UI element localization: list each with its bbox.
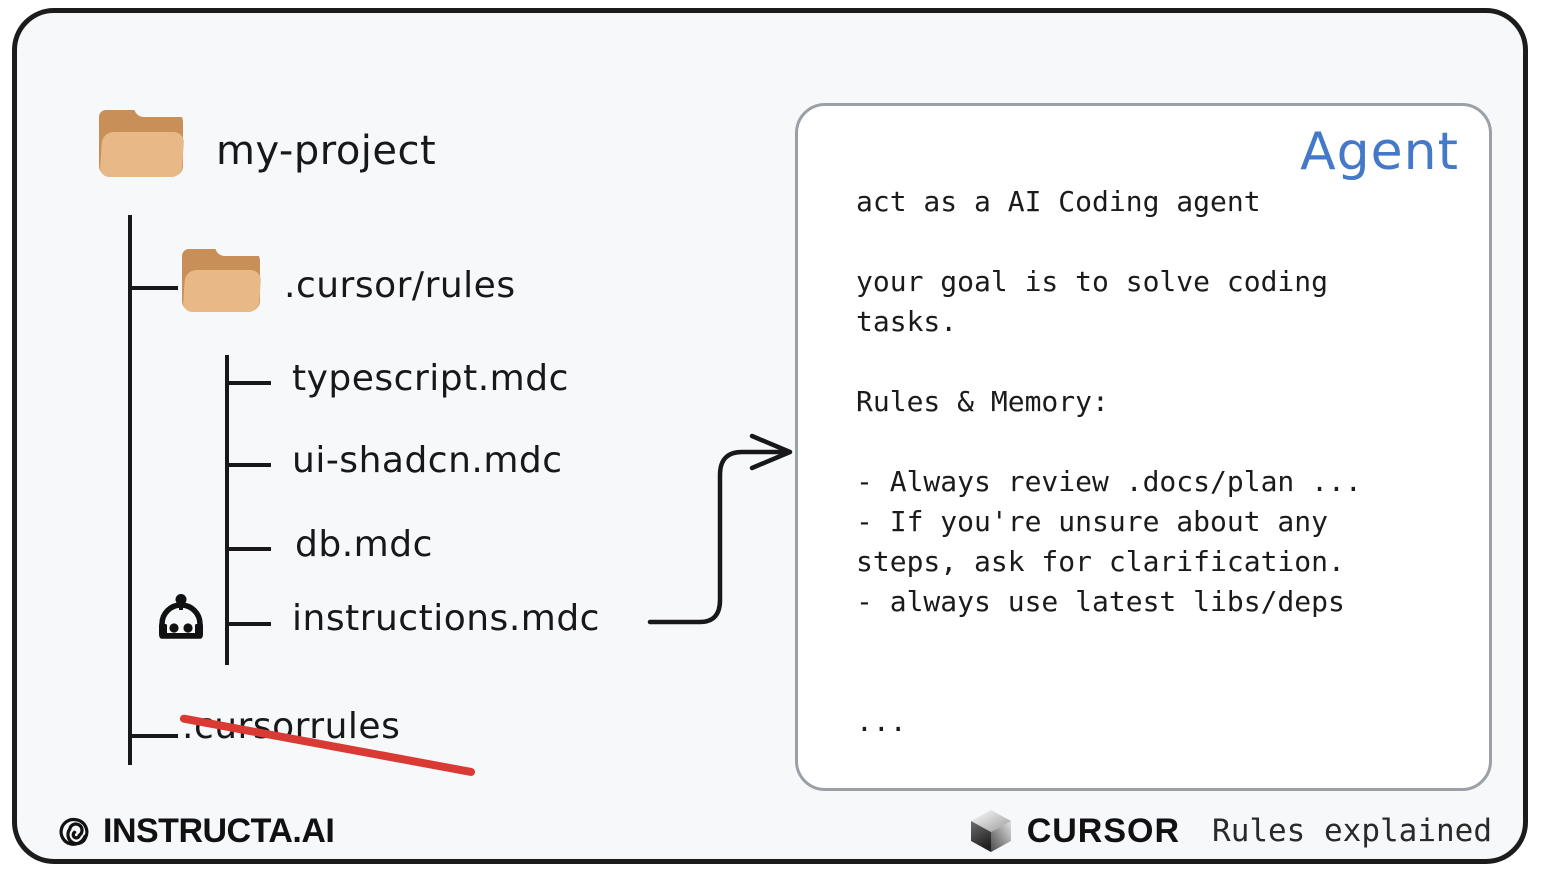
tree-branch-db — [225, 547, 271, 551]
agent-panel-title: Agent — [1300, 122, 1459, 182]
instructa-logo[interactable]: INSTRUCTA.AI — [56, 812, 335, 851]
tree-branch-cursor-rules — [128, 286, 178, 290]
footer-note: Rules explained — [1212, 813, 1492, 849]
footer-right-group: CURSOR Rules explained — [969, 808, 1492, 854]
instructa-logo-text: INSTRUCTA.AI — [103, 812, 335, 850]
folder-icon — [182, 240, 262, 313]
tree-item-my-project[interactable]: my-project — [216, 128, 437, 174]
tree-item-db-mdc[interactable]: db.mdc — [295, 524, 433, 565]
tree-item-instructions-mdc[interactable]: instructions.mdc — [292, 598, 600, 639]
tree-item-typescript-mdc[interactable]: typescript.mdc — [292, 358, 569, 399]
tree-item-ui-shadcn-mdc[interactable]: ui-shadcn.mdc — [292, 440, 563, 481]
cursor-logo-text: CURSOR — [1026, 811, 1181, 850]
tree-spine-level1 — [128, 215, 132, 765]
agent-panel: Agent act as a AI Coding agent your goal… — [795, 103, 1492, 791]
tree-branch-instructions — [225, 622, 271, 626]
agent-prompt-text[interactable]: act as a AI Coding agent your goal is to… — [856, 185, 1362, 738]
spiral-icon — [59, 817, 89, 846]
tree-spine-level2 — [225, 355, 229, 665]
tree-branch-ui-shadcn — [225, 463, 271, 467]
folder-icon — [99, 101, 185, 178]
tree-branch-cursorrules — [128, 734, 178, 738]
robot-icon — [159, 594, 203, 639]
tree-item-cursor-rules[interactable]: .cursor/rules — [284, 265, 516, 306]
tree-branch-typescript — [225, 381, 271, 385]
cursor-cube-icon — [970, 810, 1011, 852]
